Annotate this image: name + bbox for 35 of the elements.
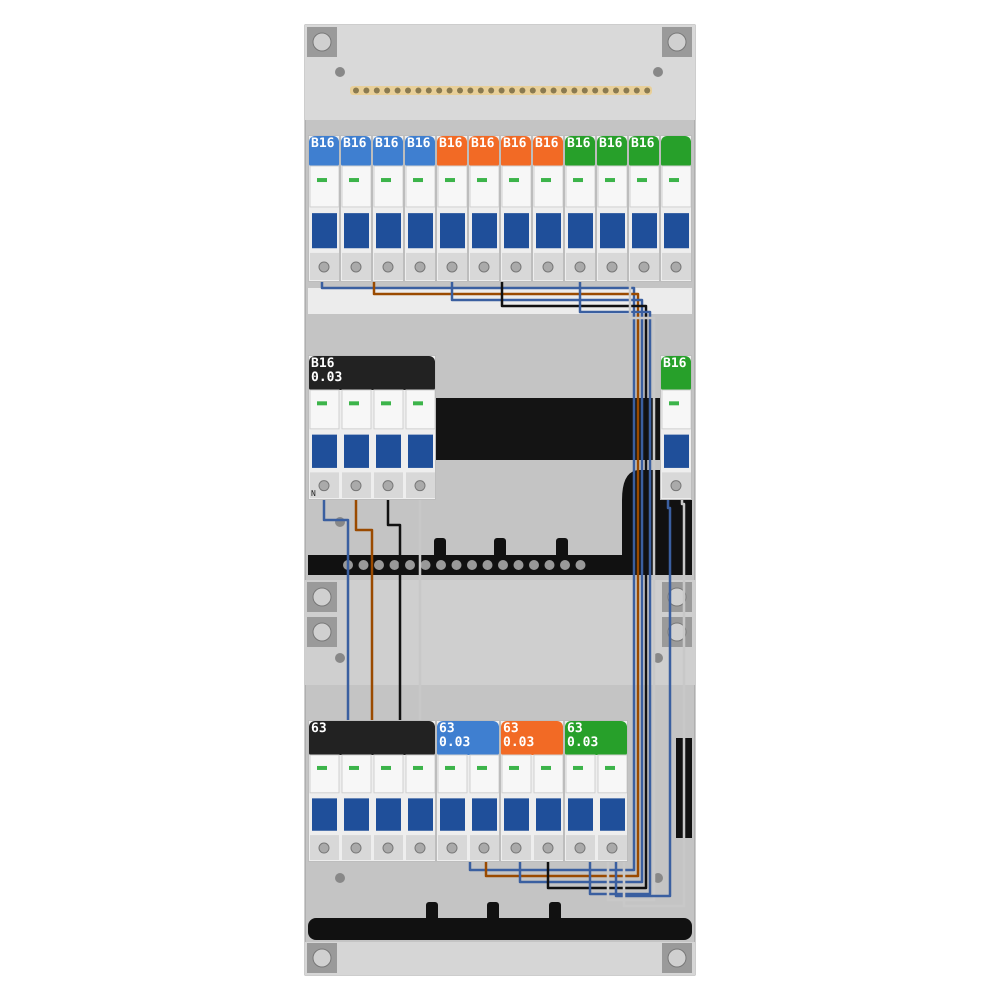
circuit-breaker (596, 135, 628, 282)
circuit-breaker (436, 135, 468, 282)
rating-label: 63 (311, 722, 328, 736)
circuit-breaker (628, 135, 660, 282)
circuit-breaker (532, 135, 564, 282)
wire (354, 500, 374, 720)
circuit-breaker (340, 135, 372, 282)
rating-label: 63 0.03 (439, 722, 472, 750)
wire (372, 282, 640, 878)
circuit-breaker (500, 135, 532, 282)
residual-current-device (436, 720, 500, 862)
wire (614, 500, 672, 898)
wire (322, 500, 350, 720)
rating-label: B16 (663, 357, 688, 371)
circuit-breaker (468, 135, 500, 282)
circuit-breaker (564, 135, 596, 282)
rating-label: 63 0.03 (503, 722, 536, 750)
circuit-breaker (308, 355, 436, 500)
terminal-label: N (311, 489, 316, 498)
circuit-breaker (660, 135, 692, 282)
wire (450, 282, 644, 884)
main-switch (308, 720, 436, 862)
circuit-breaker (660, 355, 692, 500)
rating-label: 63 0.03 (567, 722, 600, 750)
wire (500, 282, 648, 890)
wire (320, 281, 636, 872)
circuit-breaker (308, 135, 340, 282)
rating-label: B16 0.03 (311, 357, 344, 385)
circuit-breaker (404, 135, 436, 282)
wire (578, 282, 652, 896)
residual-current-device (500, 720, 564, 862)
circuit-breaker (372, 135, 404, 282)
wire (386, 500, 402, 720)
residual-current-device (564, 720, 628, 862)
rating-label: B16 (631, 137, 656, 151)
